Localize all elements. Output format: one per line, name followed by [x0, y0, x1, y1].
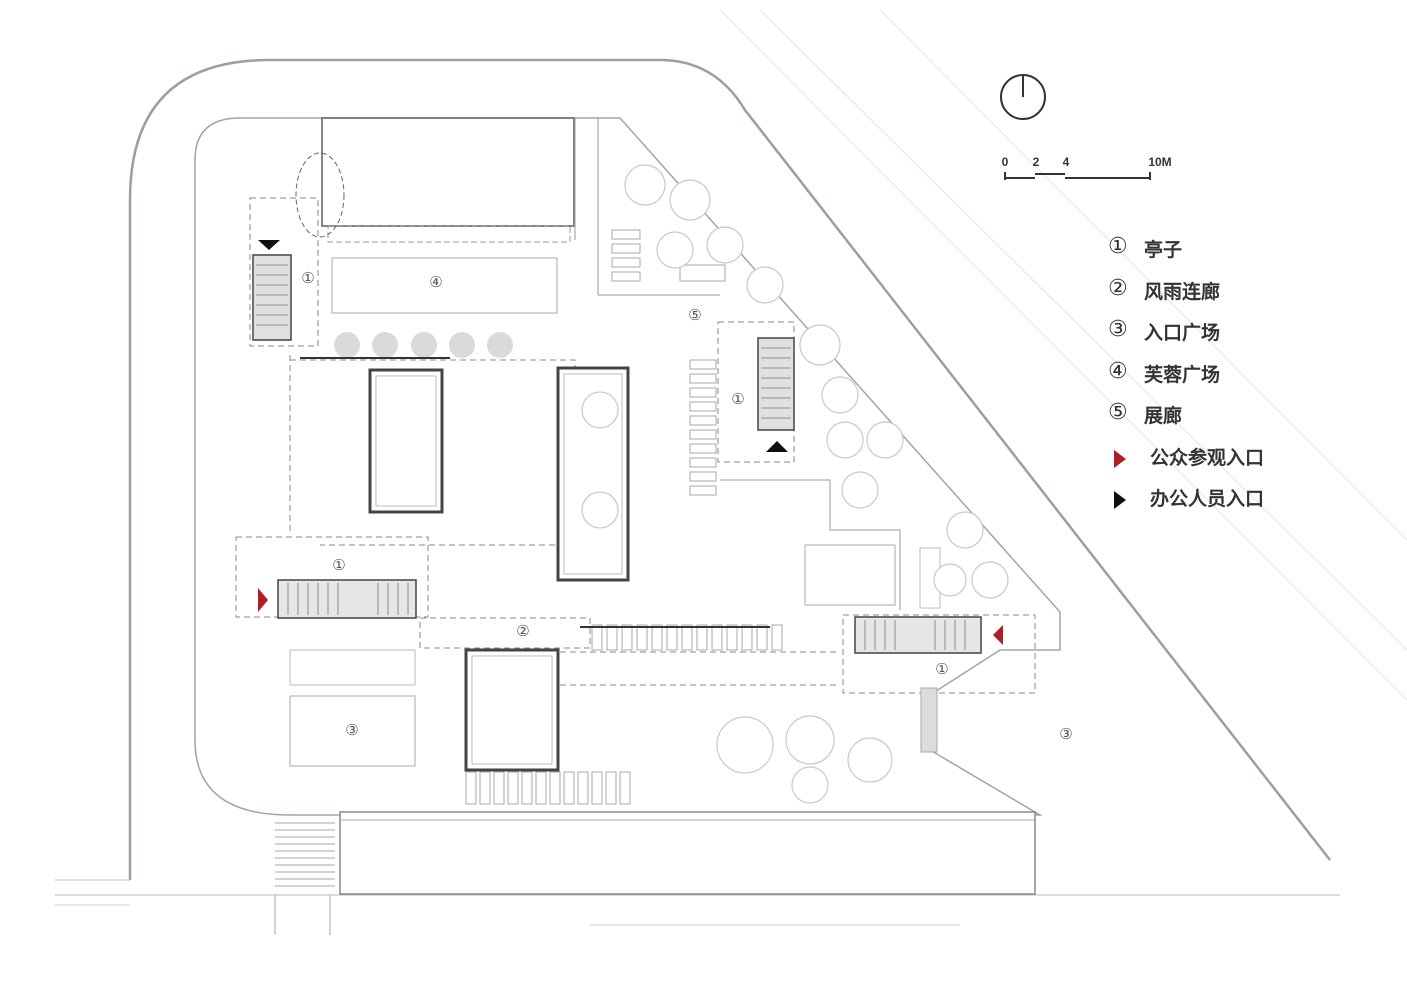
legend-item-staff-entrance: 办公人员入口: [1108, 481, 1358, 523]
legend-label: 展廊: [1144, 405, 1183, 427]
south-building: [339, 811, 1036, 895]
scale-tick-2: 2: [1032, 155, 1040, 169]
corridor: [419, 617, 591, 649]
pool-south: [464, 648, 560, 772]
scale-tick-0: 0: [1001, 155, 1009, 169]
label-entrance-plaza-west: ③: [345, 721, 359, 739]
legend: ① 亭子 ② 风雨连廊 ③ 入口广场 ④ 芙蓉广场 ⑤ 展廊 公众参观入口 办公…: [1108, 232, 1358, 523]
pavilion-nw-stair: [252, 254, 292, 341]
legend-item-corridor: ② 风雨连廊: [1108, 274, 1358, 316]
legend-label: 入口广场: [1144, 322, 1221, 344]
pavilion-se-walkway: [854, 616, 982, 654]
label-corridor: ②: [516, 622, 530, 640]
legend-item-entrance-plaza: ③ 入口广场: [1108, 315, 1358, 357]
label-gallery: ⑤: [688, 306, 702, 324]
planter-circles: [334, 332, 513, 358]
legend-label: 芙蓉广场: [1144, 363, 1221, 386]
legend-key: ⑤: [1108, 400, 1128, 425]
scale-bar: [1004, 172, 1151, 180]
label-pavilion-w: ①: [332, 556, 346, 574]
crosswalk: [275, 822, 335, 887]
legend-key: ①: [1108, 234, 1128, 259]
legend-label: 办公人员入口: [1150, 488, 1265, 510]
road-outer-curb: [128, 58, 1331, 880]
legend-key: ③: [1108, 317, 1128, 342]
legend-item-pavilion: ① 亭子: [1108, 232, 1358, 274]
legend-label: 亭子: [1144, 239, 1183, 261]
pavilion-w-walkway: [277, 579, 417, 619]
public-entrance-marker-icon: [1114, 449, 1126, 468]
legend-item-public-entrance: 公众参观入口: [1108, 440, 1358, 482]
furong-plaza: [331, 257, 558, 314]
pool-west: [368, 368, 444, 514]
label-furong-plaza: ④: [429, 273, 443, 291]
label-entrance-plaza-east: ③: [1059, 725, 1073, 743]
legend-label: 公众参观入口: [1150, 446, 1265, 469]
legend-item-gallery: ⑤ 展廊: [1108, 398, 1358, 440]
staff-entrance-marker-icon: [1114, 491, 1126, 509]
label-pavilion-e: ①: [731, 390, 745, 408]
scale-tick-10m: 10M: [1148, 155, 1172, 169]
parking-band: [719, 9, 1407, 701]
legend-label: 风雨连廊: [1144, 280, 1221, 303]
scale-tick-4: 4: [1062, 155, 1070, 169]
legend-key: ④: [1108, 358, 1128, 384]
label-pavilion-nw: ①: [301, 269, 315, 287]
legend-key: ②: [1108, 275, 1128, 301]
north-building: [321, 117, 575, 227]
label-pavilion-se: ①: [935, 660, 949, 678]
legend-item-furong-plaza: ④ 芙蓉广场: [1108, 357, 1358, 399]
pavilion-e-stair: [757, 337, 795, 431]
entrance-plaza-west: [289, 695, 416, 767]
trees: [581, 164, 1009, 804]
